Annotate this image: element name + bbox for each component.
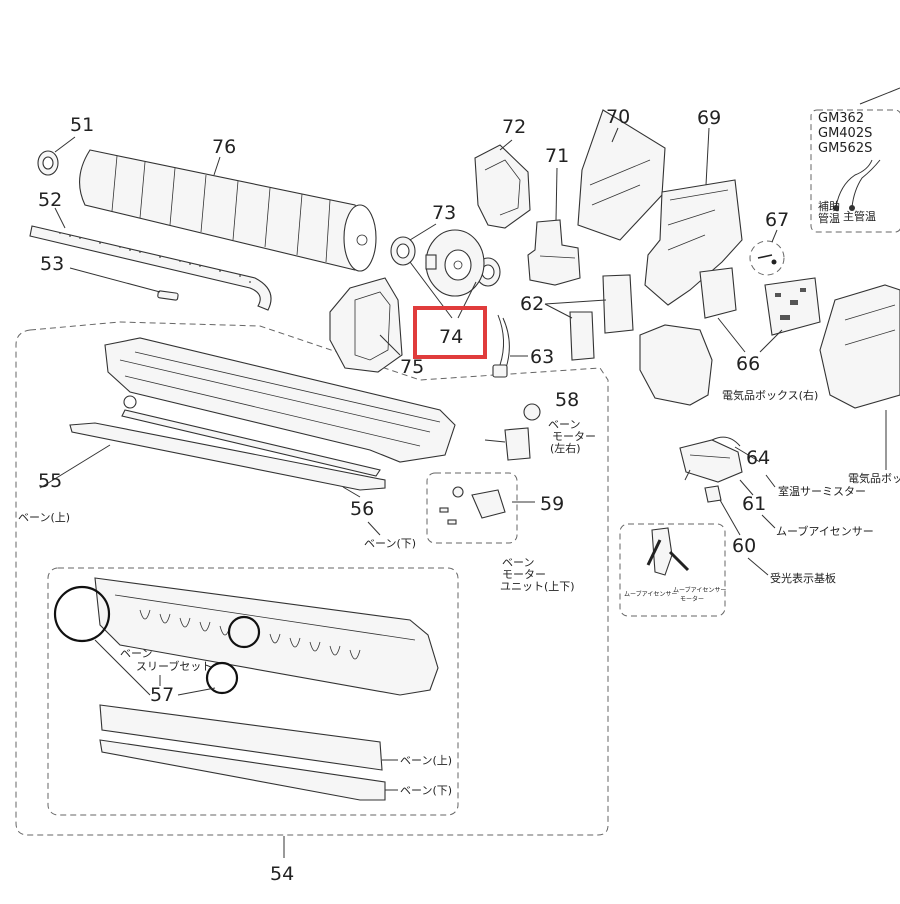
- text-layer: GM362 GM402S GM562S 補助 管温 主管温 ベーン(上) ベーン…: [18, 111, 900, 797]
- label-53: 53: [40, 253, 64, 275]
- inset-sensor-outline: [619, 523, 726, 617]
- label-71: 71: [545, 145, 569, 167]
- part-inner-panel[interactable]: [94, 577, 439, 696]
- label-69: 69: [697, 107, 721, 129]
- model-1: GM402S: [818, 126, 872, 141]
- text-sleeve-2: スリーブセット: [136, 659, 212, 673]
- highlight-box-74[interactable]: [413, 306, 487, 359]
- text-inset-motor-1: ムーブアイセンサー: [673, 586, 726, 594]
- part-inner-vane-lower[interactable]: [99, 739, 398, 801]
- part-74-fan-motor[interactable]: [409, 229, 485, 319]
- part-53-screw[interactable]: [69, 267, 179, 301]
- part-70-cover[interactable]: [577, 109, 666, 241]
- text-sleeve-1: ベーン: [120, 647, 152, 660]
- text-vane-motor-lr-1: ベーン: [548, 418, 580, 431]
- thermistor-wires: [833, 87, 900, 211]
- text-vane-motor-unit-1: ベーン: [502, 556, 534, 569]
- part-60-receiver-board[interactable]: [704, 485, 741, 536]
- label-72: 72: [502, 116, 526, 138]
- label-74[interactable]: 74: [439, 326, 463, 348]
- text-inner-vane-lower: ベーン(下): [400, 784, 452, 797]
- part-56-vane-lower[interactable]: [121, 409, 381, 536]
- leader-57-b: [177, 687, 216, 696]
- text-vane-motor-unit-3: ユニット(上下): [500, 580, 575, 593]
- text-vane-lower: ベーン(下): [364, 537, 416, 550]
- label-66: 66: [736, 353, 760, 375]
- text-vane-upper: ベーン(上): [18, 511, 70, 524]
- label-75: 75: [400, 356, 424, 378]
- text-elec-box-cut: 電気品ボッ: [848, 471, 900, 485]
- text-receiver-board: 受光表示基板: [770, 571, 836, 585]
- part-62-terminal[interactable]: [544, 274, 634, 361]
- part-61-move-eye-sensor[interactable]: [679, 439, 743, 483]
- label-59: 59: [540, 493, 564, 515]
- callout-circle-57-small: [205, 661, 239, 695]
- part-67-fuse[interactable]: [749, 229, 785, 276]
- text-inset-sensor: ムーブアイセンサー: [624, 590, 677, 598]
- part-75-motor-bracket[interactable]: [329, 277, 403, 373]
- part-55-vane-upper[interactable]: [39, 422, 386, 491]
- label-62: 62: [520, 293, 544, 315]
- label-70: 70: [606, 106, 630, 128]
- label-73: 73: [432, 202, 456, 224]
- part-58-vane-motor-lr[interactable]: [484, 403, 541, 461]
- leader-move-eye: [761, 514, 776, 529]
- label-61: 61: [742, 493, 766, 515]
- text-inset-motor-2: モーター: [680, 595, 704, 603]
- group-54-outline: [15, 321, 609, 836]
- label-layer: 51 52 53 54 55 56 57 58 59 60 61 62 63 6…: [38, 106, 789, 885]
- label-60: 60: [732, 535, 756, 557]
- part-59-vane-motor-unit[interactable]: [439, 486, 535, 525]
- text-hojo-2: 管温: [818, 211, 840, 225]
- part-76-cross-flow-fan[interactable]: [79, 149, 377, 272]
- label-57: 57: [150, 684, 174, 706]
- part-51-bearing[interactable]: [37, 136, 76, 176]
- label-67: 67: [765, 209, 789, 231]
- label-54: 54: [270, 863, 294, 885]
- part-inner-vane-upper[interactable]: [99, 704, 398, 771]
- leader-room-thermistor: [765, 474, 776, 488]
- text-elec-box-right: 電気品ボックス(右): [722, 388, 818, 402]
- label-55: 55: [38, 470, 62, 492]
- label-63: 63: [530, 346, 554, 368]
- part-front-panel-assembly[interactable]: [104, 337, 456, 463]
- label-52: 52: [38, 189, 62, 211]
- text-inner-vane-upper: ベーン(上): [400, 754, 452, 767]
- text-room-thermistor: 室温サーミスター: [778, 484, 866, 498]
- part-63-sensor-lead[interactable]: [492, 314, 528, 378]
- part-64-room-thermistor[interactable]: [711, 436, 761, 463]
- part-66-pcb[interactable]: [699, 267, 821, 353]
- text-move-eye: ムーブアイセンサー: [776, 524, 874, 538]
- models-box-outline: [810, 109, 900, 233]
- group-57-outline: [47, 567, 459, 816]
- group-59-outline: [426, 472, 518, 544]
- part-electrical-box-right[interactable]: [639, 284, 900, 470]
- label-76: 76: [212, 136, 236, 158]
- text-vane-motor-unit-2: モーター: [502, 568, 546, 581]
- part-69-electrical-box[interactable]: [644, 127, 743, 306]
- label-64: 64: [746, 447, 770, 469]
- callout-circle-57-left: [53, 585, 111, 643]
- inset-sensor-detail: [646, 527, 690, 576]
- part-72-fan-motor-cover[interactable]: [474, 139, 531, 229]
- leader-57-a: [94, 639, 151, 696]
- text-shukan: 主管温: [843, 209, 876, 223]
- part-52-drain-pipe[interactable]: [29, 207, 272, 311]
- part-71-bracket[interactable]: [527, 167, 581, 286]
- model-0: GM362: [818, 111, 864, 126]
- callout-circle-57-mid: [227, 615, 261, 649]
- text-vane-motor-lr-3: (左右): [550, 441, 581, 455]
- leader-61: [739, 479, 754, 496]
- label-58: 58: [555, 389, 579, 411]
- model-2: GM562S: [818, 141, 872, 156]
- label-51: 51: [70, 114, 94, 136]
- label-56: 56: [350, 498, 374, 520]
- text-vane-motor-lr-2: モーター: [552, 430, 596, 443]
- leader-receiver: [747, 557, 769, 576]
- text-hojo-1: 補助: [818, 199, 840, 213]
